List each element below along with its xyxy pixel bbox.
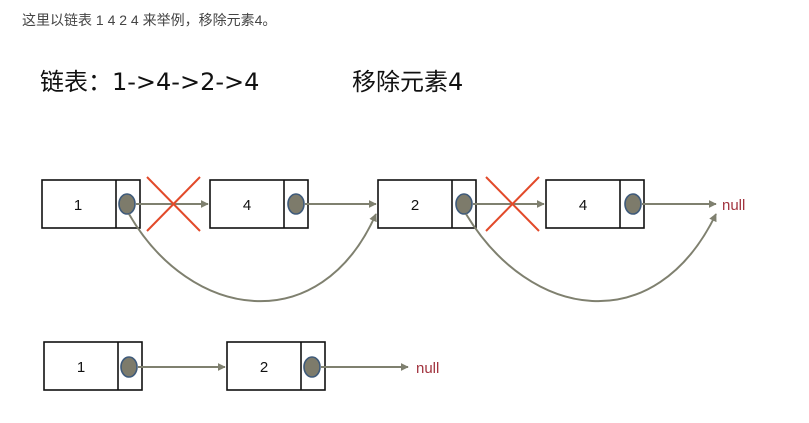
cross-mark-1 <box>146 176 201 232</box>
cross-mark-2 <box>485 176 540 232</box>
node-value: 1 <box>77 359 85 376</box>
after-node-2: 2 <box>226 341 326 391</box>
pointer-dot <box>118 193 136 215</box>
after-node-1: 1 <box>43 341 143 391</box>
pointer-dot <box>455 193 473 215</box>
node-value: 1 <box>74 197 82 214</box>
intro-text: 这里以链表 1 4 2 4 来举例，移除元素4。 <box>22 12 277 28</box>
pointer-dot <box>120 356 138 378</box>
node-value: 2 <box>260 359 268 376</box>
before-node-1: 1 <box>41 179 141 229</box>
pointer-dot <box>287 193 305 215</box>
null-label-before: null <box>722 197 745 214</box>
before-node-4: 4 <box>545 179 645 229</box>
pointer-dot <box>303 356 321 378</box>
node-value: 4 <box>579 197 587 214</box>
diagram-title-remove: 移除元素4 <box>352 68 463 96</box>
before-node-2: 4 <box>209 179 309 229</box>
pointer-dot <box>624 193 642 215</box>
bypass-arrow-node1-to-node3 <box>128 213 377 302</box>
node-value: 4 <box>243 197 251 214</box>
before-list: 1 4 2 4 null <box>41 176 745 302</box>
cross-stroke <box>485 176 540 232</box>
cross-stroke <box>146 176 201 232</box>
bypass-arrow-node3-to-null <box>465 213 717 302</box>
null-label-after: null <box>416 360 439 377</box>
diagram-title-list: 链表：1->4->2->4 <box>40 68 259 96</box>
before-node-3: 2 <box>377 179 477 229</box>
node-value: 2 <box>411 197 419 214</box>
after-list: 1 2 null <box>43 341 439 391</box>
